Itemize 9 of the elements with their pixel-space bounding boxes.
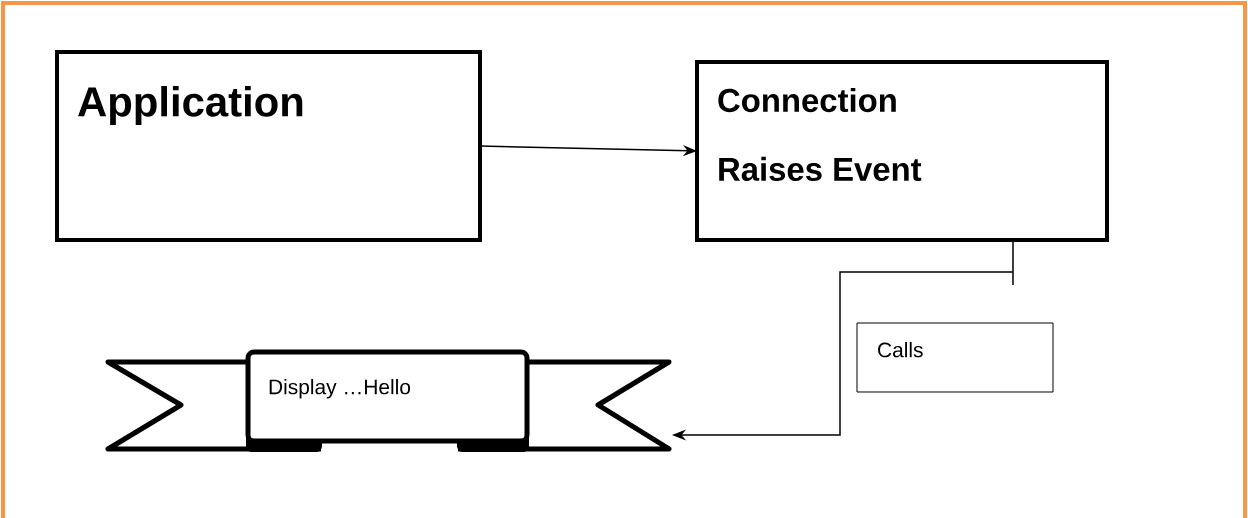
node-text: Calls — [878, 342, 923, 358]
node-text: Raises Event — [719, 156, 922, 181]
ribbon-banner — [245, 349, 530, 444]
node-text: Connection — [718, 88, 896, 113]
text-box — [856, 322, 1054, 393]
node-text: Display …Hello — [269, 379, 411, 399]
node-text: Application — [78, 86, 303, 125]
process-box — [55, 50, 482, 242]
process-box — [695, 60, 1109, 242]
